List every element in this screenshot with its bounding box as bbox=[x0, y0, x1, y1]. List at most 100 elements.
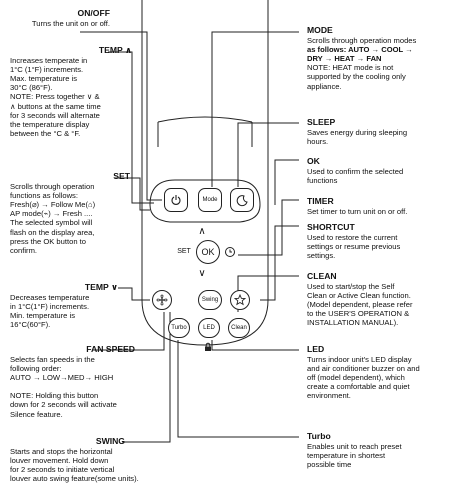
led-button-label: LED bbox=[203, 325, 215, 331]
temp-up-line: 30°C (86°F). bbox=[10, 83, 53, 93]
set-line: functions as follows: bbox=[10, 190, 78, 200]
led-line: and air conditioner buzzer on and bbox=[307, 363, 420, 373]
leader-mode bbox=[211, 31, 299, 187]
swing-line: louver movement. Hold down bbox=[10, 455, 109, 465]
fan-speed-line: Selects fan speeds in the bbox=[10, 354, 95, 364]
shortcut-line: settings or resume previous bbox=[307, 241, 401, 251]
fan-icon bbox=[156, 294, 168, 306]
ok-description: OK Used to confirm the selected function… bbox=[307, 156, 452, 185]
leader-sleep bbox=[237, 122, 299, 187]
swing-button[interactable]: Swing bbox=[198, 290, 222, 310]
temp-up-line: the temperature display bbox=[10, 119, 90, 129]
temp-down-line: 16°C(60°F). bbox=[10, 320, 51, 330]
led-description: LED Turns indoor unit's LED display and … bbox=[307, 344, 452, 401]
mode-line: NOTE: HEAT mode is not bbox=[307, 63, 394, 73]
temp-down-line: Min. temperature is bbox=[10, 310, 75, 320]
temp-up-line: 1°C (1°F) increments. bbox=[10, 64, 84, 74]
temp-down-button[interactable]: ∨ bbox=[196, 267, 208, 279]
leader-swing bbox=[122, 312, 171, 443]
set-line: The selected symbol will bbox=[10, 218, 93, 228]
turbo-line: possible time bbox=[307, 459, 352, 469]
mode-button-label: Mode bbox=[202, 197, 218, 203]
ok-line: Used to confirm the selected bbox=[307, 166, 404, 176]
sleep-button[interactable] bbox=[230, 188, 254, 212]
turbo-button-label: Turbo bbox=[171, 325, 187, 331]
mode-line: supported by the cooling only bbox=[307, 72, 406, 82]
led-line: off (model dependent), which bbox=[307, 372, 405, 382]
shortcut-line: Used to restore the current bbox=[307, 232, 398, 242]
set-title: SET bbox=[113, 171, 130, 181]
sleep-line: hours. bbox=[307, 136, 329, 146]
temp-down-line: Decreases temperature bbox=[10, 292, 90, 302]
temp-up-button[interactable]: ∧ bbox=[196, 225, 208, 237]
swing-line: louver auto swing feature(some units). bbox=[10, 474, 139, 484]
temp-up-line: between the °C & °F. bbox=[10, 129, 81, 139]
fan-speed-line: following order: bbox=[10, 363, 62, 373]
temp-up-line: Max. temperature is bbox=[10, 73, 78, 83]
fan-speed-button[interactable] bbox=[152, 290, 172, 310]
fan-speed-description: FAN SPEED Selects fan speeds in the foll… bbox=[10, 344, 135, 419]
shortcut-line: settings. bbox=[307, 250, 336, 260]
ok-title: OK bbox=[307, 156, 320, 166]
temp-down-line: in 1°C(1°F) increments. bbox=[10, 301, 90, 311]
mode-button[interactable]: Mode bbox=[198, 188, 222, 212]
swing-line: for 2 seconds to initiate vertical bbox=[10, 464, 115, 474]
chevron-up-icon: ∧ bbox=[198, 225, 206, 237]
power-icon bbox=[171, 195, 181, 205]
power-button[interactable] bbox=[164, 188, 188, 212]
set-line: flash on the display area, bbox=[10, 227, 95, 237]
clean-line: INSTALLATION MANUAL). bbox=[307, 318, 399, 328]
set-button[interactable]: SET bbox=[174, 244, 194, 258]
led-line: environment. bbox=[307, 391, 351, 401]
led-button[interactable]: LED bbox=[198, 318, 220, 338]
fan-speed-line: down for 2 seconds will activate bbox=[10, 400, 117, 410]
set-line: AP mode(⌁) → Fresh .... bbox=[10, 209, 93, 219]
sleep-line: Saves energy during sleeping bbox=[307, 127, 408, 137]
temp-down-title: TEMP ∨ bbox=[84, 282, 118, 292]
mode-description: MODE Scrolls through operation modes as … bbox=[307, 25, 452, 91]
ok-button-label: OK bbox=[201, 247, 215, 257]
chevron-down-icon: ∨ bbox=[198, 267, 206, 279]
sleep-description: SLEEP Saves energy during sleeping hours… bbox=[307, 117, 452, 146]
temp-up-line: ∧ buttons at the same time bbox=[10, 101, 101, 111]
clean-button[interactable]: Clean bbox=[228, 318, 250, 338]
turbo-line: Enables unit to reach preset bbox=[307, 441, 402, 451]
leader-fan-speed bbox=[92, 312, 165, 351]
onoff-title: ON/OFF bbox=[77, 8, 110, 18]
turbo-description: Turbo Enables unit to reach preset tempe… bbox=[307, 431, 452, 469]
set-line: confirm. bbox=[10, 245, 38, 255]
remote-cluster-outline bbox=[149, 179, 261, 223]
swing-line: Starts and stops the horizontal bbox=[10, 446, 113, 456]
clean-line: (Model dependent, please refer bbox=[307, 299, 413, 309]
timer-button[interactable] bbox=[223, 245, 237, 259]
leader-ok bbox=[274, 159, 299, 205]
mode-line: DRY → HEAT → FAN bbox=[307, 53, 382, 63]
leader-led bbox=[211, 340, 299, 351]
temp-up-line: Increases temperate in bbox=[10, 55, 88, 65]
clean-line: to the USER'S OPERATION & bbox=[307, 309, 410, 319]
shortcut-description: SHORTCUT Used to restore the current set… bbox=[307, 222, 452, 260]
temp-up-description: TEMP ∧ Increases temperate in 1°C (1°F) … bbox=[10, 45, 132, 138]
ok-line: functions bbox=[307, 175, 338, 185]
turbo-line: temperature in shortest bbox=[307, 450, 386, 460]
set-description: SET Scrolls through operation functions … bbox=[10, 171, 130, 255]
temp-up-line: NOTE: Press together ∨ & bbox=[10, 92, 100, 102]
set-line: Fresh(⌀) → Follow Me(⌂) bbox=[10, 199, 96, 209]
leader-timer bbox=[238, 199, 299, 256]
fan-speed-title: FAN SPEED bbox=[86, 344, 135, 354]
clean-title: CLEAN bbox=[307, 271, 337, 281]
temp-up-title: TEMP ∧ bbox=[98, 45, 132, 55]
clean-description: CLEAN Used to start/stop the Self Clean … bbox=[307, 271, 452, 328]
ok-button[interactable]: OK bbox=[196, 240, 220, 264]
timer-title: TIMER bbox=[307, 196, 334, 206]
shortcut-button[interactable] bbox=[230, 290, 250, 310]
turbo-button[interactable]: Turbo bbox=[168, 318, 190, 338]
clean-line: Used to start/stop the Self bbox=[307, 281, 395, 291]
set-line: Scrolls through operation bbox=[10, 181, 95, 191]
set-line: press the OK button to bbox=[10, 236, 86, 246]
fan-speed-line: AUTO → LOW→MED→ HIGH bbox=[10, 372, 114, 382]
swing-description: SWING Starts and stops the horizontal lo… bbox=[10, 436, 160, 483]
mode-title: MODE bbox=[307, 25, 333, 35]
